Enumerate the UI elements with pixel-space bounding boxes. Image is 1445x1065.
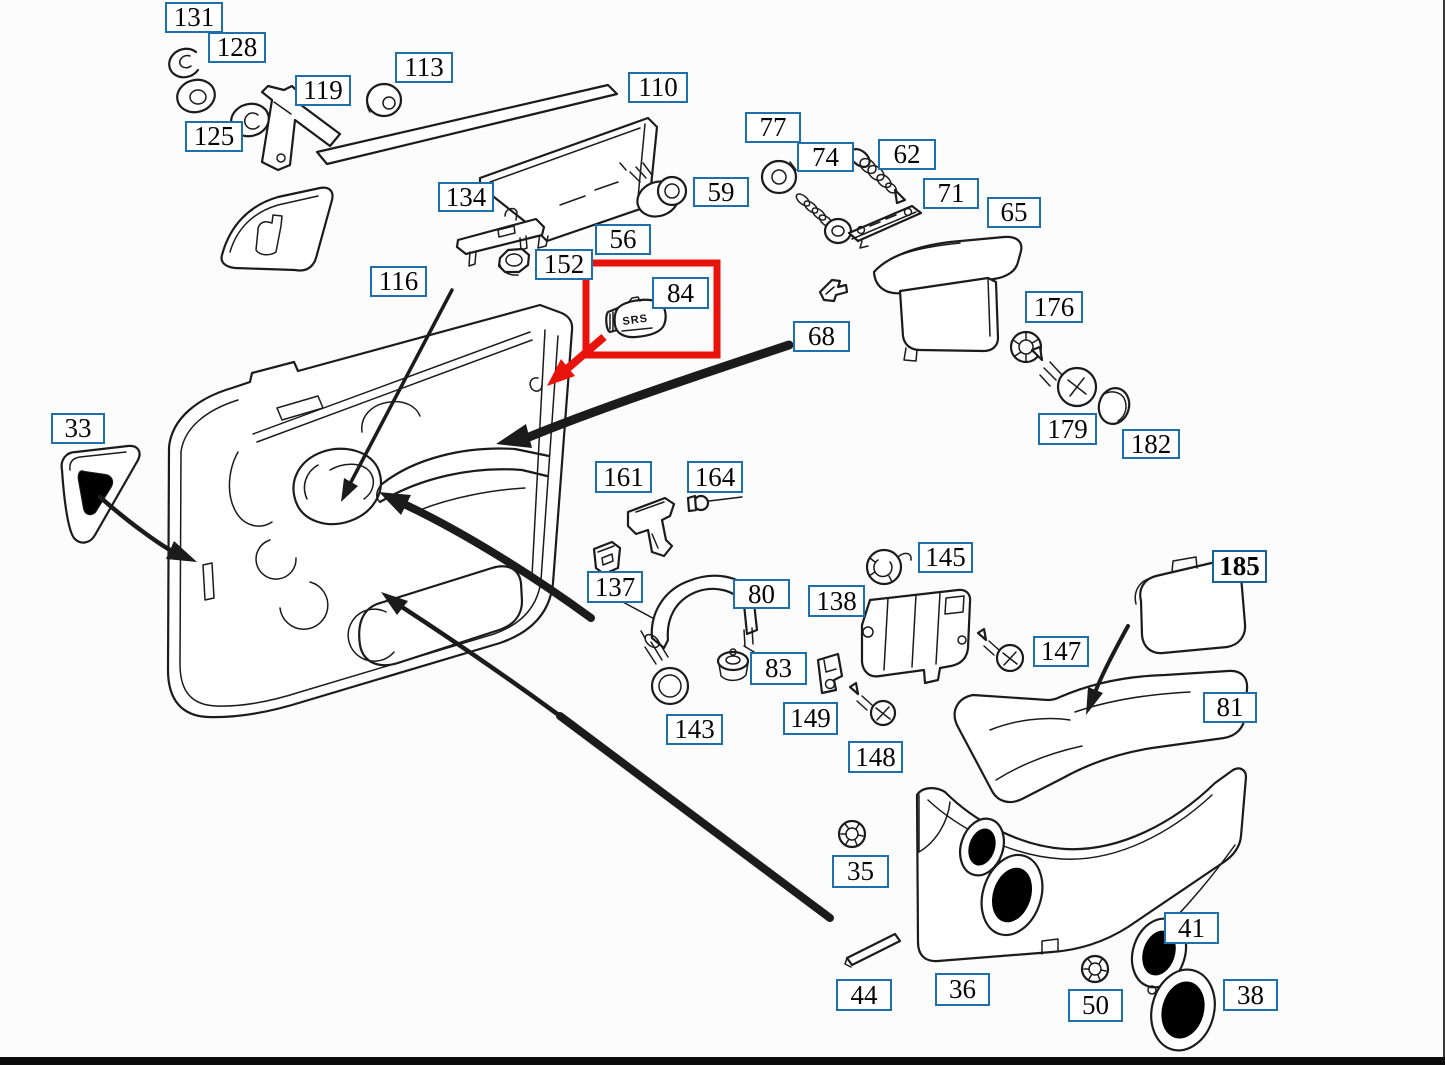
part-label-38[interactable]: 38 <box>1223 979 1278 1011</box>
part-label-149[interactable]: 149 <box>783 702 838 735</box>
clip-149-drawing <box>816 652 844 695</box>
sill-strips-110-drawing <box>315 83 659 249</box>
washer-128-drawing <box>176 78 216 114</box>
part-label-33[interactable]: 33 <box>51 413 105 444</box>
arrow-68-to-door <box>524 340 794 442</box>
part-label-185[interactable]: 185 <box>1212 550 1267 583</box>
part-label-145[interactable]: 145 <box>918 542 973 573</box>
screw-62-drawing <box>849 148 907 205</box>
srs-cover-text: SRS <box>622 313 649 328</box>
door-panel-drawing <box>166 303 574 719</box>
part-label-74[interactable]: 74 <box>797 142 854 172</box>
part-label-137[interactable]: 137 <box>587 571 643 603</box>
part-label-116[interactable]: 116 <box>370 266 427 297</box>
part-label-161[interactable]: 161 <box>595 461 652 493</box>
pin-164-drawing <box>686 494 743 513</box>
clip-68-drawing <box>818 278 849 303</box>
trim-strip-44-drawing <box>844 932 902 968</box>
part-label-83[interactable]: 83 <box>750 652 807 685</box>
grommet-35-drawing <box>837 819 867 849</box>
part-label-62[interactable]: 62 <box>878 139 936 170</box>
grommet-113-drawing <box>365 82 403 118</box>
part-label-77[interactable]: 77 <box>745 112 801 143</box>
part-label-128[interactable]: 128 <box>208 32 266 63</box>
cap-182-drawing <box>1097 387 1131 425</box>
part-label-152[interactable]: 152 <box>535 249 593 280</box>
part-label-59[interactable]: 59 <box>693 177 749 207</box>
nut-77-drawing <box>760 159 798 195</box>
part-label-125[interactable]: 125 <box>185 121 243 152</box>
grommet-145-drawing <box>865 548 912 586</box>
part-label-84[interactable]: 84 <box>652 277 709 309</box>
nut-152-drawing <box>497 247 531 276</box>
part-label-113[interactable]: 113 <box>395 52 453 83</box>
highlight-box <box>582 259 721 359</box>
screw-148-drawing <box>848 681 897 727</box>
clip-131-drawing <box>168 47 200 79</box>
screw-59-drawing <box>619 162 688 218</box>
arrow-185-to-armrest <box>1094 624 1130 692</box>
highlight-arrowhead-icon <box>547 359 575 386</box>
part-label-81[interactable]: 81 <box>1203 692 1257 723</box>
arrow-to-handle <box>402 501 595 622</box>
nut-176-drawing <box>1009 330 1043 364</box>
window-right-border <box>1443 0 1445 1065</box>
part-label-179[interactable]: 179 <box>1038 413 1097 445</box>
part-label-119[interactable]: 119 <box>295 75 351 106</box>
arrow-36-to-door-tail <box>556 712 834 922</box>
highlight-arrow <box>565 333 607 372</box>
part-label-36[interactable]: 36 <box>935 973 990 1006</box>
part-label-71[interactable]: 71 <box>923 178 979 209</box>
part-label-68[interactable]: 68 <box>793 321 850 352</box>
part-label-44[interactable]: 44 <box>836 979 892 1011</box>
screw-74-drawing <box>795 193 853 245</box>
bracket-138-drawing <box>860 588 972 685</box>
part-label-134[interactable]: 134 <box>438 182 494 212</box>
bracket-161-drawing <box>626 496 676 558</box>
part-label-50[interactable]: 50 <box>1068 989 1123 1022</box>
plate-71-drawing <box>847 204 923 249</box>
window-bottom-border <box>0 1057 1445 1065</box>
flap-185-drawing <box>1134 556 1247 655</box>
grille-38-drawing <box>1147 968 1216 1052</box>
part-label-176[interactable]: 176 <box>1025 291 1083 323</box>
screw-147-drawing <box>976 627 1025 673</box>
switch-137-drawing <box>592 540 622 576</box>
part-label-143[interactable]: 143 <box>666 714 723 745</box>
arrow-36-to-door-head <box>399 604 563 719</box>
part-label-65[interactable]: 65 <box>987 197 1041 228</box>
assembly-arrows <box>97 288 1130 922</box>
part-label-164[interactable]: 164 <box>687 461 743 493</box>
armrest-65-drawing <box>872 235 1023 362</box>
arrow-116-to-cup <box>349 288 454 484</box>
part-label-147[interactable]: 147 <box>1033 636 1089 667</box>
trim-116-drawing <box>220 186 334 272</box>
part-label-131[interactable]: 131 <box>165 2 223 33</box>
grommet-50-drawing <box>1080 954 1110 984</box>
highlight-annotation <box>547 259 721 386</box>
screw-179-drawing <box>1030 345 1098 408</box>
part-label-80[interactable]: 80 <box>733 579 790 609</box>
arrow-33-to-door <box>97 494 173 553</box>
plate-134-drawing <box>455 207 546 267</box>
armrest-81-drawing <box>953 669 1249 804</box>
part-label-110[interactable]: 110 <box>628 72 688 103</box>
part-label-182[interactable]: 182 <box>1122 429 1180 459</box>
part-label-41[interactable]: 41 <box>1164 912 1219 944</box>
lower-panel-36-drawing <box>915 767 1248 963</box>
nut-83-drawing <box>716 648 750 682</box>
bolt-143-drawing <box>640 630 690 706</box>
part-label-35[interactable]: 35 <box>832 855 889 888</box>
part-label-138[interactable]: 138 <box>808 585 865 617</box>
mirror-trim-33-drawing <box>60 444 141 544</box>
part-label-56[interactable]: 56 <box>595 224 651 255</box>
part-label-148[interactable]: 148 <box>848 741 903 773</box>
